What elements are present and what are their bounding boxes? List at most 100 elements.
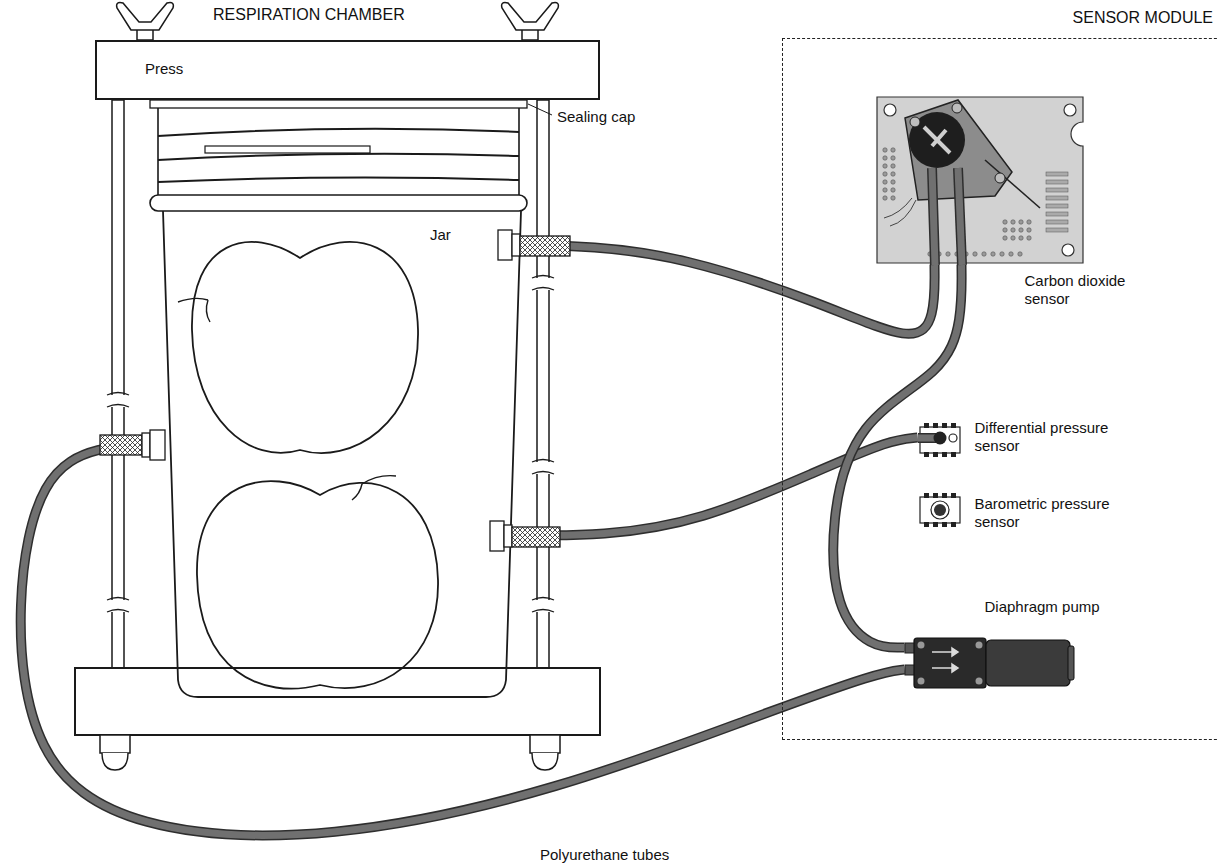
solder-pad — [1018, 235, 1022, 239]
sensor-slot — [924, 127, 950, 153]
differential-pressure-sensor-picture — [918, 423, 962, 457]
flow-arrow — [952, 648, 958, 656]
solder-pad — [1010, 227, 1014, 231]
mounting-hole — [1064, 104, 1076, 116]
solder-pad — [1026, 227, 1030, 231]
diaphragm-pump-picture — [905, 636, 1075, 690]
connector-pad — [1046, 172, 1068, 176]
tube-core — [527, 438, 918, 536]
barometric-pressure-sensor-picture — [920, 493, 960, 527]
foot-nut — [100, 735, 130, 753]
sensor-pin — [924, 423, 929, 428]
chamber-heading: RESPIRATION CHAMBER — [213, 5, 405, 24]
wing-nut — [502, 3, 559, 30]
jar-picture — [100, 108, 570, 697]
connector-pad — [1046, 204, 1068, 208]
foot-nut — [102, 753, 128, 770]
diaphragm-pump-picture — [905, 638, 1074, 688]
wing-nut — [117, 3, 174, 30]
screw — [952, 103, 962, 113]
sensor-pin — [933, 522, 938, 527]
connector-pad — [1046, 196, 1068, 200]
tube-fitting — [504, 525, 512, 547]
circuit-board — [877, 97, 1083, 263]
screw — [917, 641, 982, 684]
tube-stub — [932, 168, 935, 265]
solder-pad — [890, 195, 894, 199]
sensor-pin — [933, 493, 938, 498]
tube-wall — [527, 438, 918, 536]
solder-pad — [1018, 219, 1022, 223]
sensor-cell — [909, 112, 965, 168]
tube-stub — [932, 168, 962, 265]
solder-pad — [999, 251, 1003, 255]
solder-pad — [890, 155, 894, 159]
co2-sensor-picture — [875, 95, 1085, 265]
pump-head — [914, 638, 986, 688]
flow-arrow — [932, 667, 952, 669]
screw — [917, 677, 924, 684]
flow-arrow — [932, 651, 952, 653]
sensor-board — [920, 497, 960, 523]
differential-pressure-sensor-picture — [918, 423, 960, 457]
sensor-pin — [933, 423, 938, 428]
rod-break — [107, 598, 129, 613]
sealing-cap — [150, 100, 527, 108]
sensor-pin — [951, 493, 956, 498]
solder-pad — [882, 147, 886, 151]
diaphragm-pump: Diaphragm pump — [905, 636, 1075, 690]
solder-pad — [890, 187, 894, 191]
tube-stub — [958, 168, 962, 265]
solder-pad — [1002, 219, 1006, 223]
screw — [995, 173, 1005, 183]
connector-pad — [1046, 220, 1068, 224]
tube-fitting — [498, 230, 512, 260]
barometric-pressure-sensor-picture — [918, 493, 962, 527]
tube-fitting — [142, 433, 150, 457]
solder-pad — [882, 163, 886, 167]
sensor-pin — [951, 522, 956, 527]
part-label: Diaphragm pump — [985, 598, 1100, 616]
flow-arrow — [932, 648, 958, 672]
sensor-lead — [985, 160, 1040, 208]
part-label: Carbon dioxide sensor — [1025, 272, 1145, 308]
tube-fitting — [100, 230, 570, 551]
pump-motor — [986, 640, 1070, 686]
tube-core — [833, 265, 961, 648]
tube-wall — [21, 445, 905, 835]
part-label: Jar — [430, 226, 451, 244]
solder-pad — [1010, 235, 1014, 239]
part-label: Press — [145, 60, 183, 78]
solder-pad — [882, 195, 886, 199]
connector-pad — [1046, 212, 1068, 216]
rod-break — [107, 393, 129, 408]
part-label: Polyurethane tubes — [540, 846, 669, 864]
sensor-pin — [951, 423, 956, 428]
tube-wall — [833, 265, 961, 648]
solder-pad — [981, 251, 985, 255]
rod — [112, 100, 124, 668]
sensor-pin — [924, 493, 929, 498]
solder-pad — [945, 251, 949, 255]
jar-picture — [148, 108, 527, 700]
part-label: Barometric pressure sensor — [975, 495, 1135, 531]
sensor-pin — [924, 493, 956, 527]
pressure-port — [933, 431, 946, 444]
sensor-pin — [933, 452, 938, 457]
solder-pad — [1008, 251, 1012, 255]
solder-pad — [890, 171, 894, 175]
mounting-hole — [884, 104, 896, 116]
foot-nut — [100, 735, 560, 770]
sensor-pin — [924, 522, 929, 527]
co2-sensor-picture — [877, 97, 1083, 265]
base-plate — [75, 668, 600, 735]
solder-pad — [1026, 235, 1030, 239]
screw — [917, 641, 924, 648]
jar-thread — [205, 146, 370, 153]
tube-fitting — [520, 236, 570, 256]
apple-stem — [178, 298, 210, 322]
barometric-pressure-sensor: Barometric pressure sensor — [918, 493, 962, 527]
jar-rim — [150, 195, 527, 211]
wing-nut — [117, 3, 559, 40]
co2-sensor: Carbon dioxide sensor — [875, 95, 1085, 265]
